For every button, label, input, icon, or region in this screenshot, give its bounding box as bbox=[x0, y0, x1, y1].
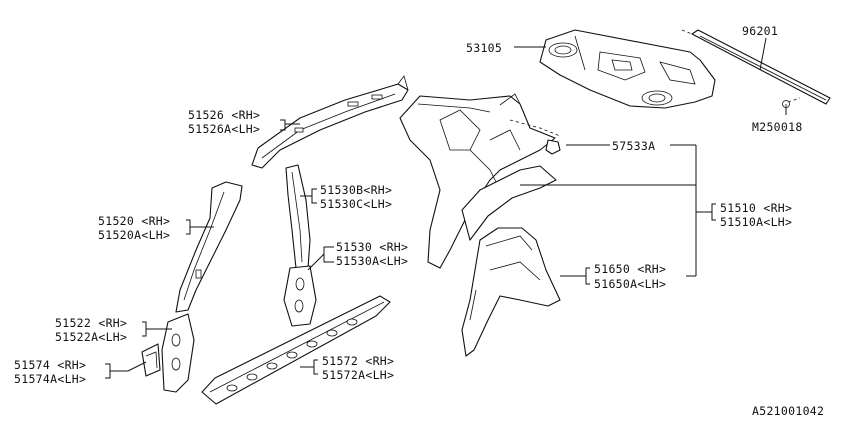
label-M250018: M250018 bbox=[752, 120, 803, 134]
label-51530A: 51530A<LH> bbox=[336, 254, 408, 268]
leader-lines bbox=[105, 37, 787, 379]
label-51530C: 51530C<LH> bbox=[320, 197, 392, 211]
label-51520: 51520 <RH> bbox=[98, 214, 170, 228]
label-51650A: 51650A<LH> bbox=[594, 277, 666, 291]
part-51572-side-sill[interactable] bbox=[201, 295, 391, 405]
part-M250018-clip[interactable] bbox=[782, 100, 790, 111]
label-57533A: 57533A bbox=[612, 139, 655, 153]
label-51574A: 51574A<LH> bbox=[14, 372, 86, 386]
part-57533A-clip[interactable] bbox=[545, 139, 561, 155]
part-51530B-pillar-upper[interactable] bbox=[285, 164, 311, 269]
label-51510: 51510 <RH> bbox=[720, 201, 792, 215]
part-51530-pillar-lower[interactable] bbox=[283, 265, 317, 327]
label-51650: 51650 <RH> bbox=[594, 262, 666, 276]
part-51526-roof-rail[interactable] bbox=[251, 75, 409, 169]
label-51574: 51574 <RH> bbox=[14, 358, 86, 372]
part-53105-rear-shelf[interactable] bbox=[539, 29, 716, 109]
part-51520-front-pillar[interactable] bbox=[175, 181, 243, 313]
label-51526: 51526 <RH> bbox=[188, 108, 260, 122]
part-51522-lower-pillar[interactable] bbox=[161, 313, 195, 393]
label-51572: 51572 <RH> bbox=[322, 354, 394, 368]
label-51572A: 51572A<LH> bbox=[322, 368, 394, 382]
label-51530B: 51530B<RH> bbox=[320, 183, 392, 197]
part-51510-quarter-inner[interactable] bbox=[399, 93, 561, 269]
part-51574-bracket[interactable] bbox=[141, 343, 161, 377]
label-51520A: 51520A<LH> bbox=[98, 228, 170, 242]
label-96201: 96201 bbox=[742, 24, 778, 38]
part-51650-wheel-housing[interactable] bbox=[461, 165, 561, 357]
label-51530: 51530 <RH> bbox=[336, 240, 408, 254]
diagram-id: A521001042 bbox=[752, 404, 824, 418]
label-53105: 53105 bbox=[466, 41, 502, 55]
label-51510A: 51510A<LH> bbox=[720, 215, 792, 229]
label-51522: 51522 <RH> bbox=[55, 316, 127, 330]
label-51526A: 51526A<LH> bbox=[188, 122, 260, 136]
labels: 53105 96201 M250018 57533A 51526 <RH> 51… bbox=[14, 24, 824, 418]
label-51522A: 51522A<LH> bbox=[55, 330, 127, 344]
